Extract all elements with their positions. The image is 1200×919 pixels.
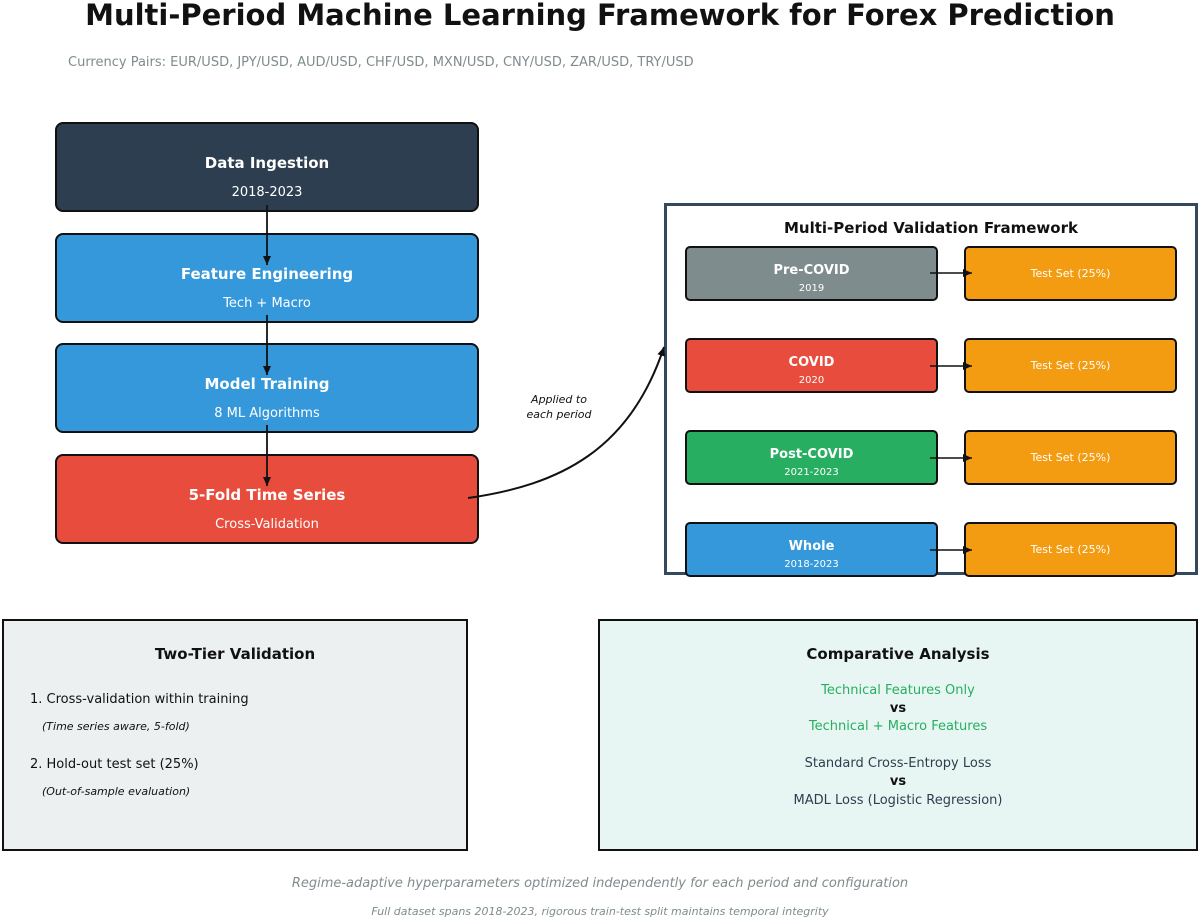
period-years: 2019 <box>798 283 825 294</box>
pipeline-box-title: 5-Fold Time Series <box>188 486 346 504</box>
pipeline-box-title: Model Training <box>204 375 330 393</box>
validation-note: (Time series aware, 5-fold) <box>42 720 190 733</box>
vs-label: vs <box>889 774 907 789</box>
test-set-box: Test Set (25%) <box>964 430 1177 485</box>
period-name: Post-COVID <box>769 447 854 462</box>
comparison-line: MADL Loss (Logistic Regression) <box>793 793 1003 808</box>
validation-item: 1. Cross-validation within training <box>30 692 249 707</box>
test-set-box: Test Set (25%) <box>964 338 1177 393</box>
period-years: 2018-2023 <box>784 559 839 570</box>
validation-framework-title: Multi-Period Validation Framework <box>784 219 1078 237</box>
pipeline-box-subtitle: Tech + Macro <box>223 296 311 311</box>
pipeline-box-data-ingestion: Data Ingestion 2018-2023 <box>55 122 479 212</box>
footer-note: Regime-adaptive hyperparameters optimize… <box>291 876 909 891</box>
period-years: 2021-2023 <box>784 467 839 478</box>
comparison-line: Standard Cross-Entropy Loss <box>804 756 992 771</box>
test-set-box: Test Set (25%) <box>964 246 1177 301</box>
period-name: Pre-COVID <box>773 263 850 278</box>
diagram-title: Multi-Period Machine Learning Framework … <box>85 0 1115 32</box>
pipeline-box-title: Feature Engineering <box>180 265 354 283</box>
period-name: COVID <box>788 355 835 370</box>
validation-item: 2. Hold-out test set (25%) <box>30 757 199 772</box>
footer-note: Full dataset spans 2018-2023, rigorous t… <box>371 905 829 918</box>
pipeline-box-subtitle: Cross-Validation <box>215 517 319 532</box>
curved-arrow-icon <box>467 346 665 499</box>
validation-note: (Out-of-sample evaluation) <box>42 785 191 798</box>
applied-to-label: Applied to each period <box>505 392 613 422</box>
vs-label: vs <box>889 701 907 716</box>
panel-title: Comparative Analysis <box>806 645 990 663</box>
applied-label-line: Applied to <box>531 393 587 406</box>
period-box-post-covid: Post-COVID 2021-2023 <box>685 430 938 485</box>
period-years: 2020 <box>798 375 825 386</box>
two-tier-validation-panel: Two-Tier Validation 1. Cross-validation … <box>2 619 468 851</box>
comparative-analysis-panel: Comparative Analysis Technical Features … <box>598 619 1198 851</box>
comparison-line: Technical + Macro Features <box>808 719 988 734</box>
currency-pairs-subtitle: Currency Pairs: EUR/USD, JPY/USD, AUD/US… <box>68 55 694 70</box>
comparison-line: Technical Features Only <box>821 683 975 698</box>
test-set-box: Test Set (25%) <box>964 522 1177 577</box>
period-to-test-arrows <box>930 269 972 554</box>
pipeline-box-title: Data Ingestion <box>204 154 330 172</box>
applied-label-line: each period <box>526 408 592 421</box>
period-box-covid: COVID 2020 <box>685 338 938 393</box>
period-box-whole: Whole 2018-2023 <box>685 522 938 577</box>
panel-title: Two-Tier Validation <box>154 645 316 663</box>
period-name: Whole <box>788 539 835 554</box>
pipeline-box-subtitle: 8 ML Algorithms <box>214 406 320 421</box>
pipeline-box-subtitle: 2018-2023 <box>231 185 303 200</box>
